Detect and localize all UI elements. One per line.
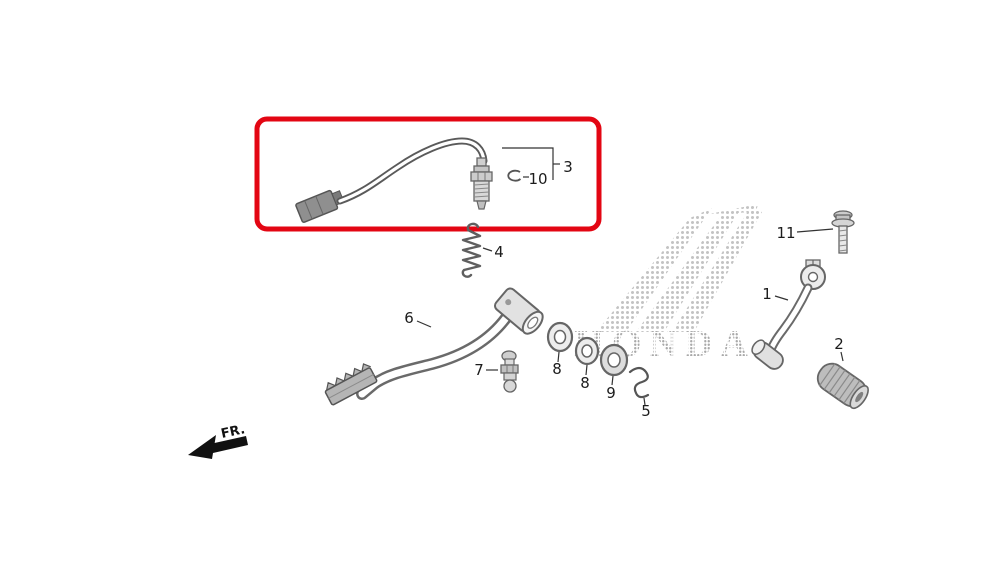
honda-wing-watermark bbox=[596, 204, 762, 332]
part-label-9: 9 bbox=[606, 384, 616, 402]
leader-9 bbox=[611, 375, 614, 386]
highlight-box bbox=[254, 116, 602, 232]
leader-2 bbox=[840, 351, 844, 362]
pedal-pad bbox=[324, 363, 378, 406]
part-8-washer-a bbox=[546, 321, 574, 353]
part-label-5: 5 bbox=[641, 402, 651, 420]
part-label-10: 10 bbox=[528, 170, 547, 188]
leader-4 bbox=[482, 247, 493, 252]
label-bracket-3 bbox=[502, 147, 560, 180]
cable-line bbox=[336, 137, 488, 205]
switch-body bbox=[470, 157, 493, 210]
cable-connector bbox=[295, 189, 345, 223]
leader-6 bbox=[416, 320, 432, 328]
part-6-brake-pedal bbox=[324, 287, 544, 406]
part-label-4: 4 bbox=[494, 243, 504, 261]
leader-8a bbox=[557, 351, 560, 363]
part-label-1: 1 bbox=[762, 285, 772, 303]
part-label-7: 7 bbox=[474, 361, 484, 379]
part-9-washer bbox=[599, 343, 629, 377]
pedal-pivot bbox=[494, 287, 544, 335]
leader-8b bbox=[585, 364, 588, 376]
pedal-arm bbox=[356, 312, 512, 400]
part-label-2: 2 bbox=[834, 335, 844, 353]
part-label-3: 3 bbox=[563, 158, 573, 176]
part-label-8b: 8 bbox=[580, 374, 590, 392]
part-2-pedal-rubber bbox=[816, 362, 869, 410]
part-label-11: 11 bbox=[776, 224, 795, 242]
fr-label: FR. bbox=[220, 422, 247, 442]
part-7-joint-bolt bbox=[500, 350, 519, 393]
part-3-switch-cable bbox=[295, 137, 493, 223]
leader-1 bbox=[774, 295, 789, 301]
part-10-clip bbox=[507, 169, 522, 182]
part-4-spring bbox=[461, 222, 482, 278]
part-11-bolt bbox=[831, 210, 855, 254]
part-8-washer-b bbox=[574, 336, 600, 366]
part-5-pin bbox=[628, 366, 650, 399]
part-1-shift-arm bbox=[751, 259, 826, 370]
leader-5 bbox=[643, 397, 646, 406]
part-label-8a: 8 bbox=[552, 360, 562, 378]
leader-11 bbox=[796, 228, 834, 233]
part-label-6: 6 bbox=[404, 309, 414, 327]
fr-direction-arrow bbox=[188, 435, 248, 459]
